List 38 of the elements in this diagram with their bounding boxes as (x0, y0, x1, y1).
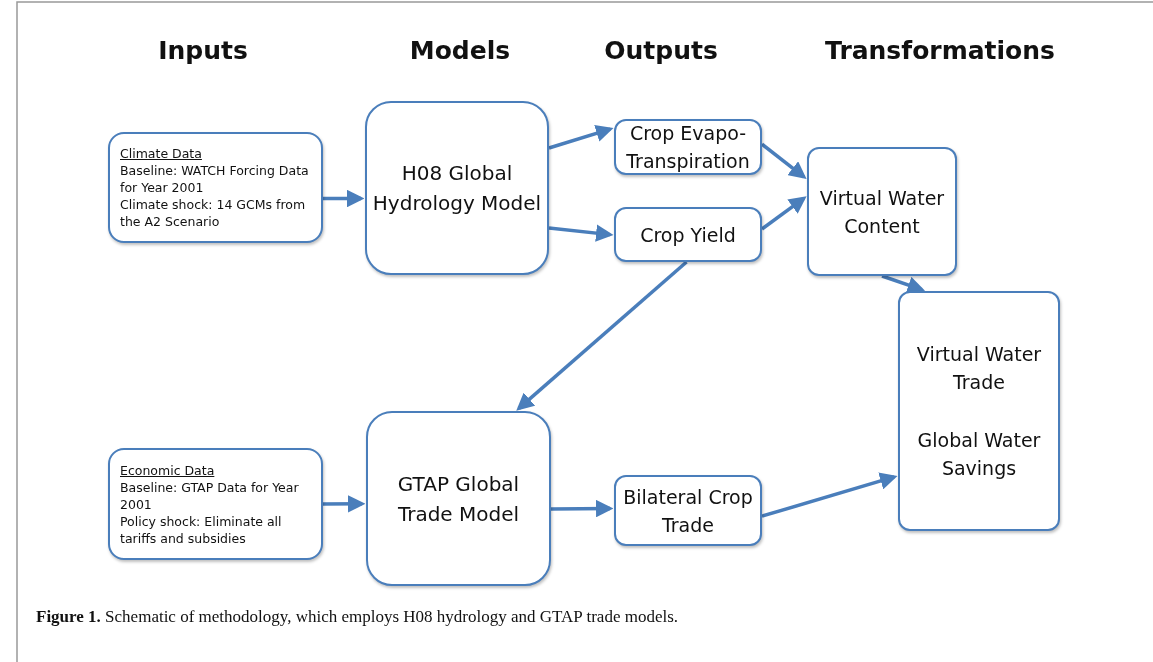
box-text: Crop Yield (640, 222, 736, 248)
box-text: GTAP Global Trade Model (396, 470, 521, 528)
arrow (551, 499, 614, 518)
input-data-box (108, 132, 323, 243)
arrow (761, 472, 898, 518)
column-heading: Outputs (604, 36, 718, 65)
arrow (323, 495, 366, 513)
arrow (881, 274, 926, 294)
output-box (614, 119, 762, 175)
output-box (807, 147, 957, 276)
column-heading: Models (409, 36, 511, 65)
arrow (760, 142, 807, 179)
column-heading: Inputs (158, 36, 248, 65)
arrow (548, 124, 614, 150)
box-text: Policy shock: Eliminate all tariffs and subsidies (120, 512, 283, 547)
box-text: Virtual Water Content (818, 185, 946, 239)
input-data-box (108, 448, 323, 560)
figure-caption: Figure 1. Schematic of methodology, which employs H08 hydrology and GTAP trade models. (36, 607, 679, 627)
model-box (365, 101, 549, 275)
box-text: Crop Evapo-Transpiration (625, 121, 751, 174)
model-box (366, 411, 551, 586)
box-heading: Economic Data (120, 461, 215, 479)
box-text: Baseline: GTAP Data for Year 2001 (120, 478, 300, 513)
box-text: Bilateral Crop Trade (622, 484, 754, 538)
box-heading: Climate Data (120, 145, 202, 162)
output-box (898, 291, 1060, 531)
box-text: Global Water Savings (916, 428, 1042, 481)
column-heading: Transformations (825, 36, 1055, 65)
arrow (548, 224, 614, 242)
arrow (323, 189, 365, 208)
output-box (614, 207, 762, 262)
box-text: Virtual Water Trade (915, 342, 1043, 395)
box-text: Baseline: WATCH Forcing Data for Year 2001 (120, 162, 310, 196)
output-box (614, 475, 762, 546)
arrow (760, 196, 807, 231)
box-text: H08 Global Hydrology Model (371, 160, 543, 217)
arrow (516, 260, 688, 411)
box-text: Climate shock: 14 GCMs from the A2 Scenario (120, 196, 307, 230)
